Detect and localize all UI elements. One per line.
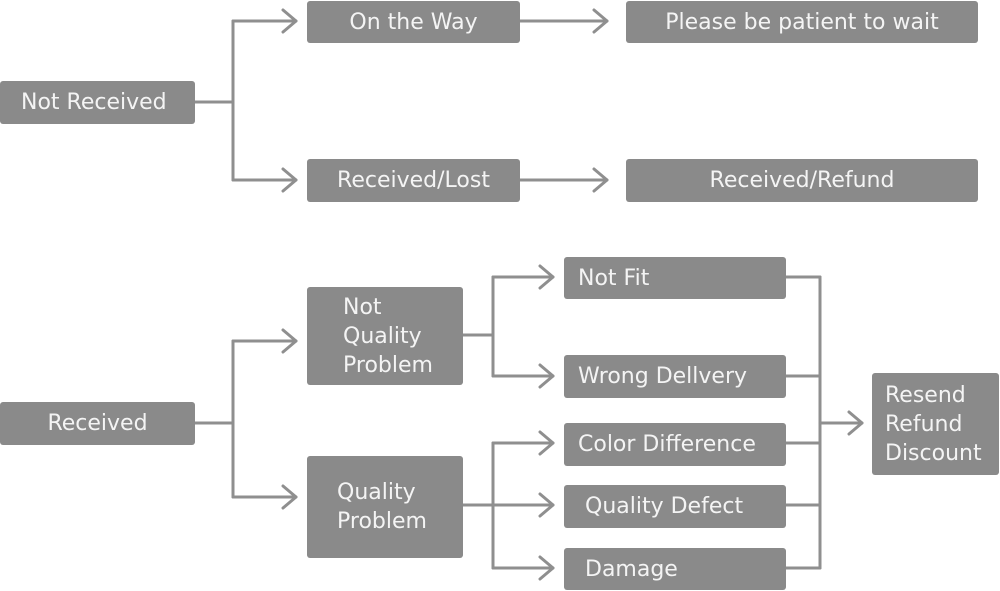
received-lost-box: Received/Lost — [307, 159, 520, 202]
not-fit-box: Not Fit — [564, 257, 786, 299]
outcome-resend: Resend — [885, 382, 966, 408]
color-difference-box: Color Difference — [564, 423, 786, 466]
patient-wait-box: Please be patient to wait — [626, 1, 978, 43]
quality-problem-line-1: Quality — [337, 480, 416, 505]
outcome-refund: Refund — [885, 411, 963, 437]
received-box: Received — [0, 402, 195, 445]
not-received-box: Not Received — [0, 81, 195, 124]
outcome-box: Resend Refund Discount — [872, 373, 999, 475]
on-the-way-box: On the Way — [307, 1, 520, 43]
not-quality-problem-line-3: Problem — [343, 352, 433, 378]
received-refund-label: Received/Refund — [709, 168, 895, 193]
on-the-way-label: On the Way — [349, 9, 478, 35]
quality-defect-box: Quality Defect — [564, 485, 786, 528]
not-quality-problem-box: Not Quality Problem — [307, 287, 463, 385]
not-quality-problem-line-1: Not — [343, 294, 382, 320]
damage-label: Damage — [585, 556, 678, 582]
not-quality-problem-line-2: Quality — [343, 323, 422, 349]
received-refund-box: Received/Refund — [626, 159, 978, 202]
not-received-label: Not Received — [21, 90, 167, 115]
outcome-discount: Discount — [885, 440, 982, 466]
damage-box: Damage — [564, 548, 786, 590]
wrong-delivery-label: Wrong Dellvery — [578, 364, 748, 389]
received-lost-label: Received/Lost — [337, 168, 490, 193]
patient-wait-label: Please be patient to wait — [665, 9, 939, 35]
quality-problem-box: Quality Problem — [307, 456, 463, 558]
not-fit-label: Not Fit — [578, 265, 650, 291]
color-difference-label: Color Difference — [578, 432, 756, 457]
wrong-delivery-box: Wrong Dellvery — [564, 355, 786, 398]
quality-problem-line-2: Problem — [337, 509, 427, 534]
quality-defect-label: Quality Defect — [585, 494, 744, 519]
received-label: Received — [47, 411, 148, 436]
